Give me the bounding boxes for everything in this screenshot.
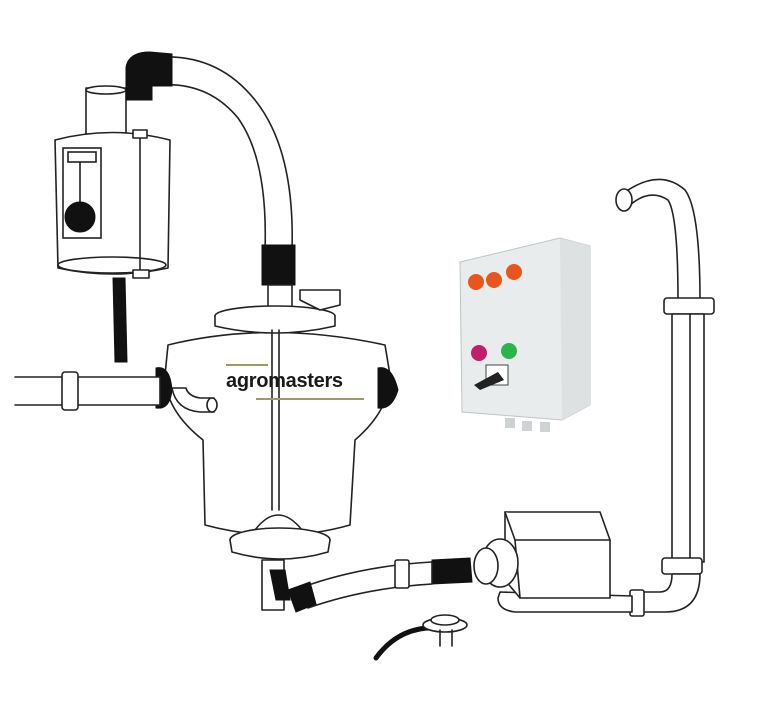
transfer-hose (287, 559, 433, 613)
brand-logo: agromasters (226, 364, 364, 400)
receiver-tank (155, 289, 399, 611)
logo-text: agromasters (226, 370, 343, 392)
control-box (459, 237, 591, 432)
indicator-lamp-orange-2 (486, 272, 502, 288)
delivery-pipe (497, 178, 715, 617)
logo-rule-bottom (256, 398, 364, 400)
indicator-lamp-orange-3 (506, 264, 522, 280)
indicator-lamp-green (501, 343, 517, 359)
power-cable (373, 614, 468, 661)
selector-switch (474, 372, 504, 390)
suction-hose (125, 51, 296, 314)
inlet-pipe (14, 371, 218, 413)
float-tank (54, 85, 171, 363)
logo-rule-top (226, 364, 268, 366)
float-ball (64, 201, 96, 233)
milk-pump (431, 511, 611, 599)
indicator-lamp-orange-1 (468, 274, 484, 290)
indicator-lamp-magenta (471, 345, 487, 361)
